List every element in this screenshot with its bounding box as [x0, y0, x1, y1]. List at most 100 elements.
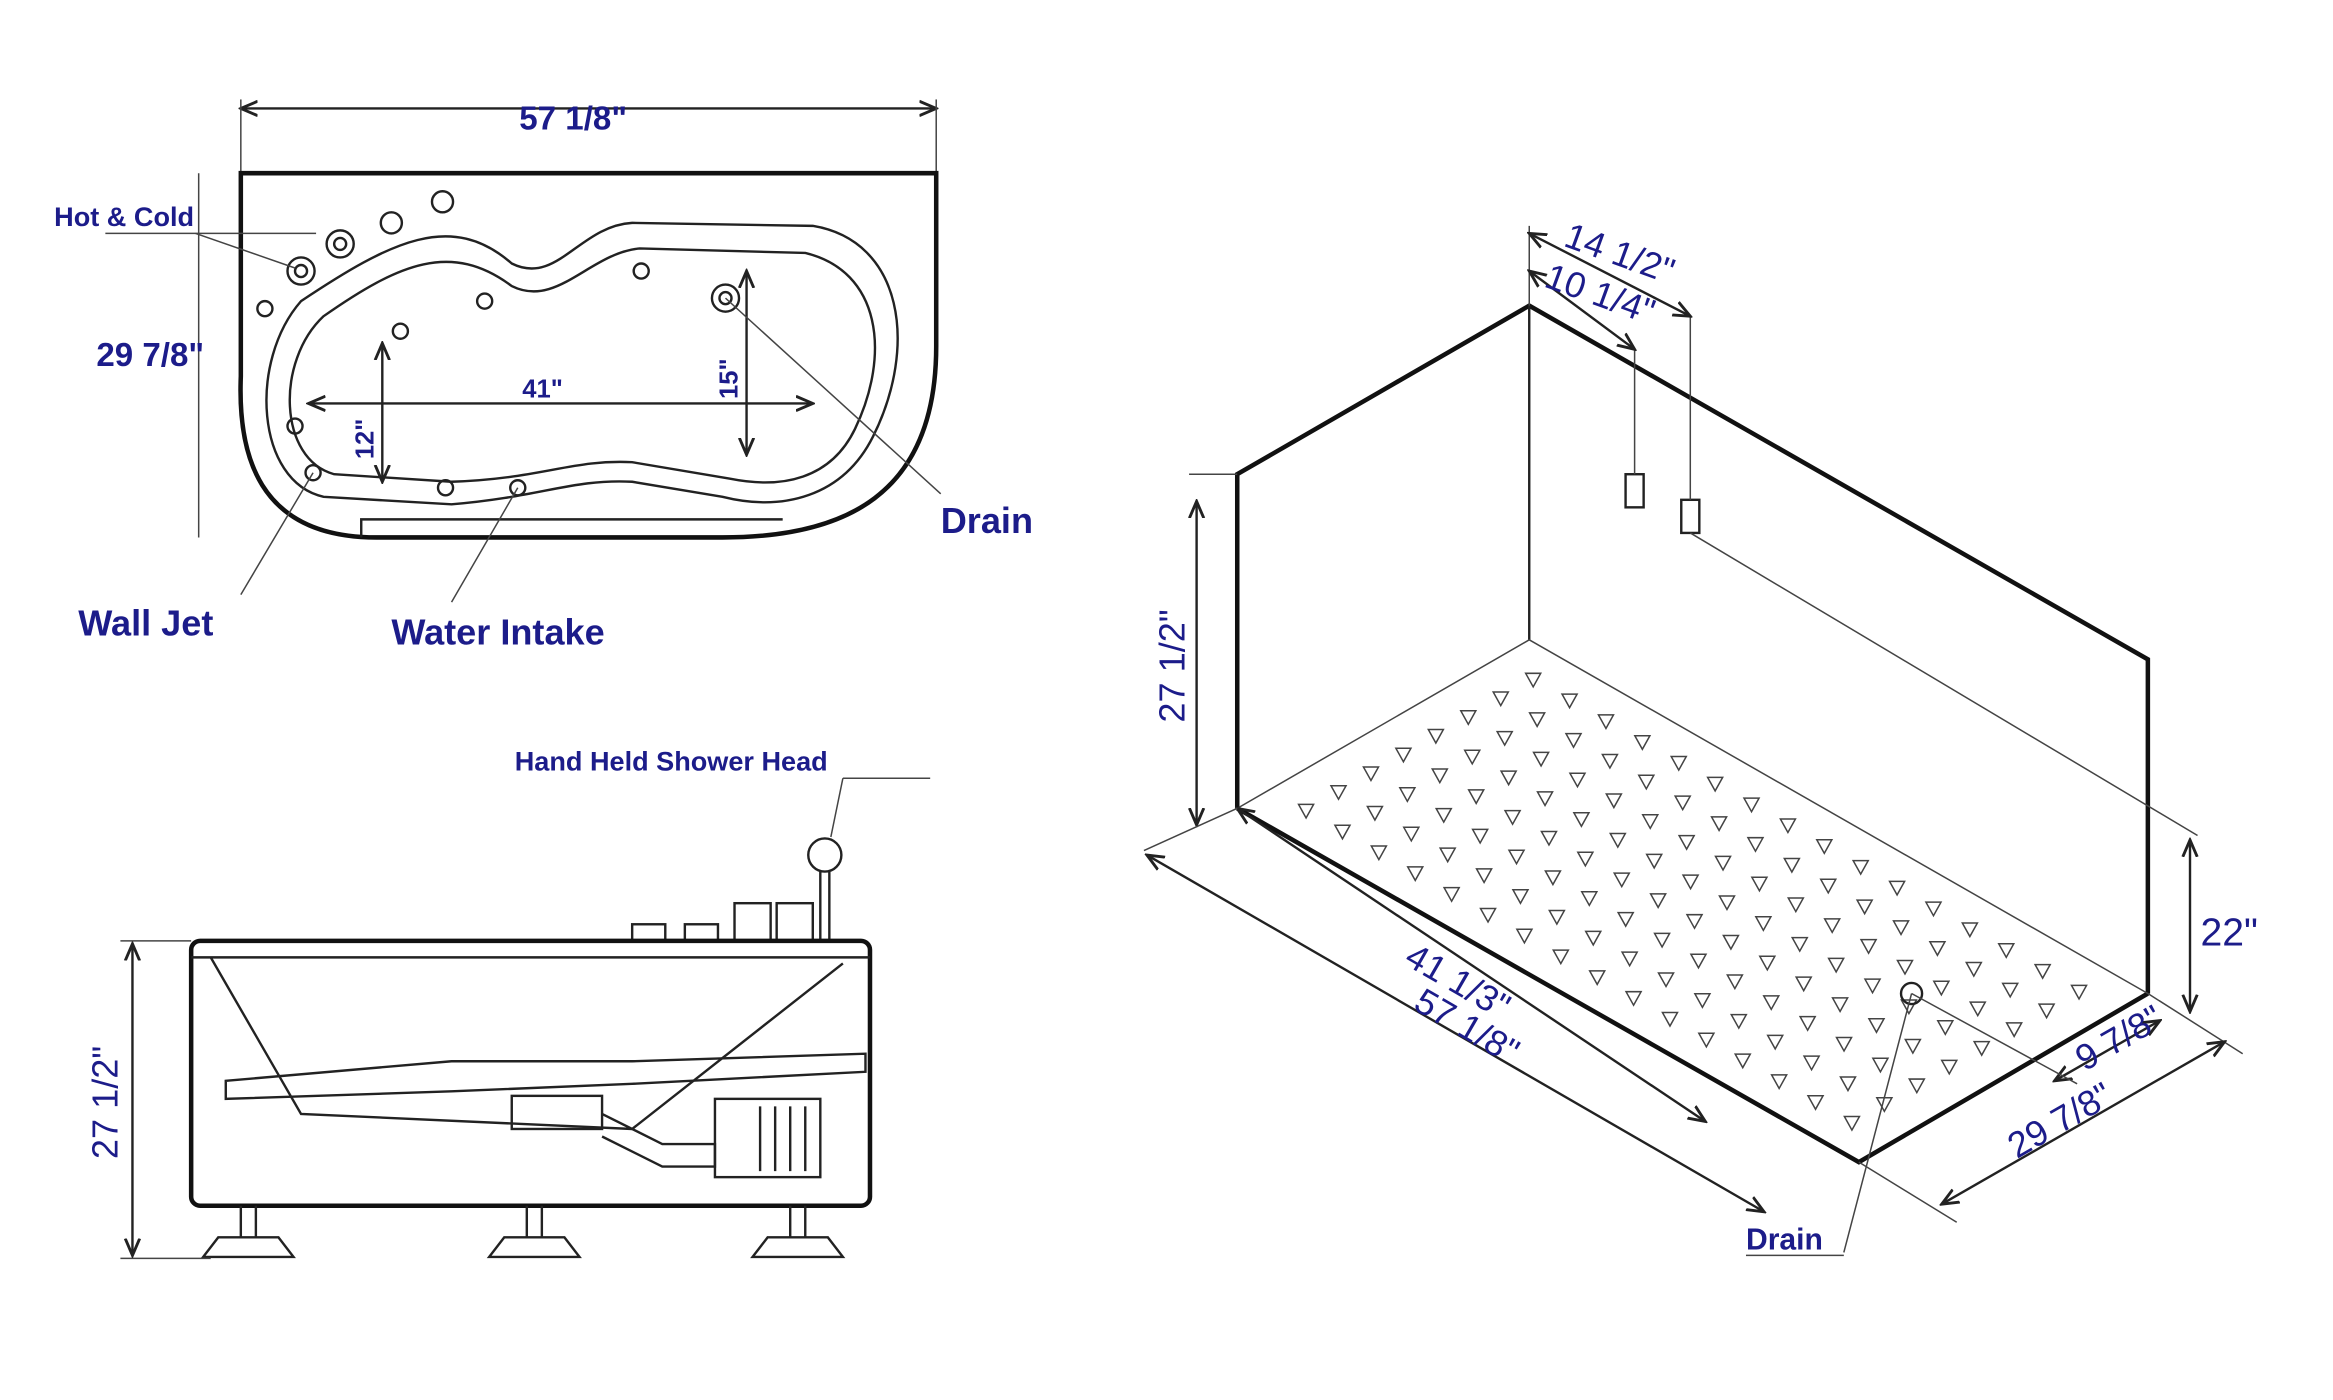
floor-texture-triangle — [1467, 789, 1485, 805]
pump-motor — [713, 1097, 822, 1179]
floor-texture-triangle — [1653, 932, 1671, 949]
floor-texture-triangle — [1802, 1055, 1821, 1072]
floor-texture-triangle — [1362, 766, 1380, 783]
floor-texture-triangle — [1576, 851, 1595, 868]
floor-texture-triangle — [1333, 824, 1352, 841]
inner-width-label: 15" — [716, 358, 744, 399]
floor-texture-triangle — [1491, 691, 1510, 708]
floor-texture-triangle — [1459, 710, 1478, 726]
floor-texture-triangle — [1495, 730, 1514, 747]
floor-texture-triangle — [1794, 976, 1813, 993]
floor-texture-triangle — [1329, 784, 1348, 801]
floor-texture-triangle — [1438, 847, 1457, 864]
floor-texture-triangle — [1673, 795, 1692, 812]
side-height-label: 27 1/2" — [84, 1046, 125, 1159]
floor-texture-triangle — [1463, 749, 1482, 766]
floor-texture-triangle — [1442, 886, 1461, 903]
iso-height-label: 27 1/2" — [1152, 609, 1193, 722]
iso-view: 14 1/2" 10 1/4" 27 1/2" 22" 41 1/3" 57 1… — [1143, 214, 2258, 1256]
floor-texture-triangle — [1859, 938, 1878, 955]
floor-texture-triangle — [1645, 853, 1663, 870]
floor-texture-triangle — [2001, 982, 2020, 999]
inner-length-label: 41" — [522, 375, 563, 403]
floor-texture-triangle — [1649, 893, 1667, 909]
floor-texture-triangle — [1605, 793, 1623, 810]
floor-texture-triangle — [1871, 1057, 1890, 1074]
side-view: Hand Held Shower Head 27 1/2" — [84, 746, 931, 1260]
top-depth-label: 29 7/8" — [96, 337, 204, 374]
floor-texture-triangle — [1580, 891, 1599, 907]
floor-texture-triangle — [1402, 826, 1421, 843]
water-intake-label: Water Intake — [391, 611, 604, 652]
tub-side-body — [188, 938, 873, 1208]
floor-texture-triangle — [1471, 828, 1489, 845]
iso-inner-height-label: 22" — [2201, 911, 2258, 954]
floor-texture-triangle — [1733, 1053, 1752, 1070]
floor-texture-triangle — [1601, 753, 1619, 770]
floor-texture-triangle — [1689, 953, 1708, 970]
floor-texture-triangle — [1552, 949, 1570, 966]
floor-texture-triangle — [1548, 909, 1566, 926]
floor-texture-triangle — [1564, 732, 1583, 749]
floor-texture-triangle — [1697, 1032, 1716, 1049]
floor-texture-triangle — [2037, 1003, 2056, 1020]
floor-texture-triangle — [1718, 895, 1736, 912]
floor-texture-triangle — [1851, 859, 1870, 876]
floor-texture-triangle — [1528, 712, 1546, 728]
floor-texture-triangle — [1427, 728, 1445, 745]
floor-texture-triangle — [1624, 990, 1643, 1007]
floor-texture-triangle — [1515, 928, 1534, 945]
floor-texture-triangle — [1779, 818, 1797, 835]
floor-texture-triangle — [1823, 918, 1841, 934]
floor-texture-triangle — [1681, 874, 1700, 891]
floor-texture-triangle — [1633, 734, 1652, 751]
floor-texture-triangle — [1746, 836, 1765, 853]
floor-texture-triangle — [1714, 855, 1732, 872]
floor-texture-triangle — [1597, 714, 1615, 731]
floor-texture-triangle — [1532, 751, 1550, 768]
faucet-icon — [1624, 473, 1645, 509]
floor-texture-triangle — [1835, 1036, 1853, 1053]
floor-texture-triangle — [1434, 807, 1453, 824]
floor-texture-triangle — [1511, 888, 1530, 905]
floor-texture-triangle — [1863, 978, 1882, 995]
floor-texture — [1297, 672, 2088, 1132]
floor-texture-triangle — [1997, 943, 2016, 959]
floor-texture-triangle — [1896, 959, 1914, 976]
shower-head-icon — [807, 837, 843, 873]
floor-texture-triangle — [1790, 936, 1809, 953]
floor-texture-triangle — [1904, 1038, 1922, 1055]
floor-texture-triangle — [2033, 963, 2052, 980]
floor-texture-triangle — [1750, 876, 1769, 893]
drain-label: Drain — [941, 500, 1033, 541]
jets — [256, 190, 650, 497]
floor-texture-triangle — [1924, 901, 1943, 918]
wall-jet-label: Wall Jet — [78, 602, 213, 643]
floor-texture-triangle — [1972, 1040, 1991, 1057]
floor-texture-triangle — [1787, 897, 1805, 914]
floor-texture-triangle — [1661, 1011, 1679, 1028]
floor-texture-triangle — [1839, 1076, 1857, 1093]
floor-texture-triangle — [1620, 951, 1639, 968]
tub-outline — [238, 170, 939, 540]
floor-texture-triangle — [1900, 999, 1918, 1016]
floor-texture-triangle — [1366, 805, 1384, 822]
floor-texture-triangle — [1766, 1034, 1785, 1051]
floor-texture-triangle — [1394, 747, 1413, 764]
floor-texture-triangle — [1475, 868, 1493, 885]
floor-texture-triangle — [1961, 922, 1979, 939]
floor-texture-triangle — [1544, 870, 1562, 887]
floor-texture-triangle — [1815, 839, 1834, 855]
floor-texture-triangle — [1612, 872, 1631, 889]
iso-back-wall — [1234, 303, 2151, 994]
floor-texture-triangle — [1406, 866, 1425, 882]
floor-texture-triangle — [1499, 770, 1518, 787]
floor-texture-triangle — [1524, 672, 1542, 689]
floor-texture-triangle — [1892, 920, 1910, 937]
floor-texture-triangle — [1588, 970, 1606, 986]
floor-texture-triangle — [1572, 811, 1591, 828]
floor-texture-triangle — [1758, 955, 1777, 972]
floor-texture-triangle — [2070, 984, 2088, 1001]
floor-texture-triangle — [1726, 974, 1744, 991]
